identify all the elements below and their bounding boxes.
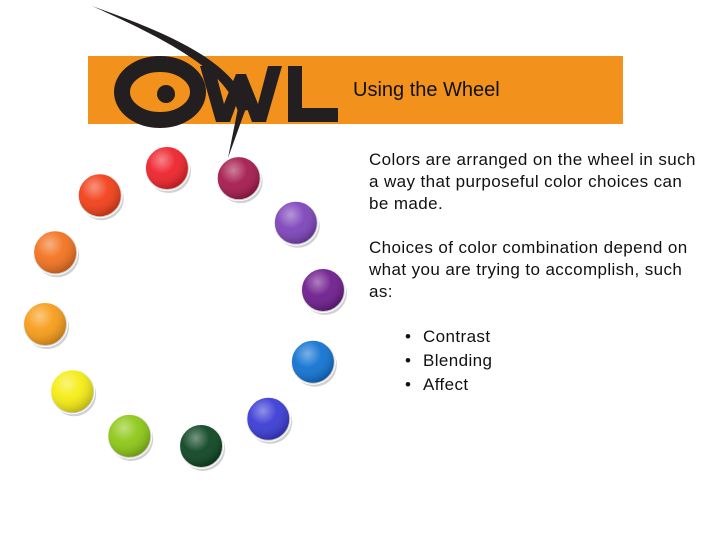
- slide-title: Using the Wheel: [353, 79, 500, 102]
- bullet-marker: •: [405, 373, 423, 397]
- paragraph-arrangement: Colors are arranged on the wheel in such…: [369, 149, 699, 215]
- color-swatch-blue-violet: [301, 268, 347, 315]
- bullet-marker: •: [405, 349, 423, 373]
- bullet-item: • Affect: [405, 373, 699, 397]
- color-swatch-yellow-orange: [23, 302, 69, 349]
- paragraph-choices: Choices of color combination depend on w…: [369, 237, 699, 303]
- color-swatch-yellow-green: [107, 414, 153, 461]
- color-swatch-violet: [274, 201, 320, 248]
- color-swatch-red-orange: [78, 173, 124, 220]
- bullet-marker: •: [405, 325, 423, 349]
- bullet-label: Contrast: [423, 325, 490, 349]
- bullet-item: • Blending: [405, 349, 699, 373]
- owl-logo: [88, 0, 348, 165]
- owl-eye: [157, 85, 175, 103]
- bullet-label: Affect: [423, 373, 469, 397]
- owl-letter-l: [288, 66, 338, 122]
- bullet-list: • Contrast • Blending • Affect: [369, 325, 699, 397]
- color-swatch-green: [179, 424, 225, 471]
- bullet-label: Blending: [423, 349, 492, 373]
- color-swatch-orange: [33, 230, 79, 277]
- color-swatch-yellow: [50, 369, 96, 416]
- color-swatch-blue: [291, 340, 337, 387]
- color-swatch-blue-indigo: [246, 397, 292, 444]
- slide-body: Colors are arranged on the wheel in such…: [369, 149, 699, 397]
- bullet-item: • Contrast: [405, 325, 699, 349]
